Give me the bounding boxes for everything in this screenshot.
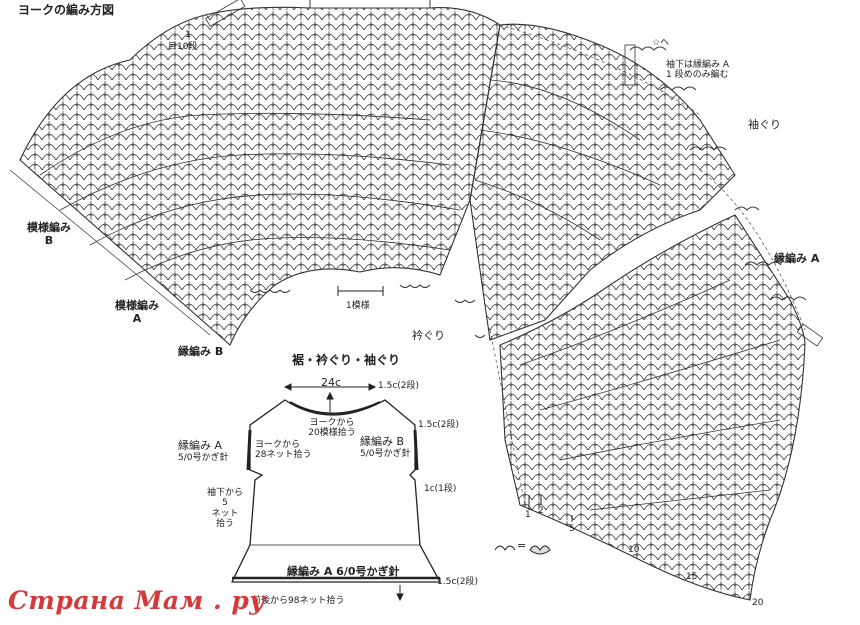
armhole-label: 袖ぐり	[748, 118, 781, 131]
legend-equals: =	[517, 539, 527, 552]
chart-title: ヨークの編み方図	[18, 3, 115, 17]
repeat-bracket	[337, 286, 384, 296]
row-number-20: 20	[752, 598, 764, 608]
edging-loops	[205, 0, 824, 347]
row-number-10: 10	[628, 545, 640, 555]
armhole-depth-label: 1.5c(2段)	[418, 420, 460, 430]
width-label: 24c	[321, 376, 342, 389]
schematic-arrows	[283, 383, 404, 602]
edging-a-label: 縁編み A	[774, 252, 820, 265]
hem-pickup-label: 前後から98ネット拾う	[252, 596, 345, 606]
row-10-label: 目10段	[168, 42, 198, 52]
star-note: ☆へ	[652, 38, 670, 48]
one-repeat-label: 1模様	[346, 301, 370, 311]
schematic-heading: 裾・衿ぐり・袖ぐり	[292, 353, 401, 367]
yoke-left-section	[9, 0, 501, 346]
neckline-label: 衿ぐり	[412, 329, 445, 342]
row-number-2: 2	[538, 506, 544, 516]
hem-edging-label: 縁編み A 6/0号かぎ針	[287, 565, 400, 578]
row-number-1: 1	[525, 510, 531, 520]
neck-depth-label: 1.5c(2段)	[378, 381, 420, 391]
row-1-label: 1	[185, 30, 191, 40]
row-number-5: 5	[569, 524, 575, 534]
row-arrows	[528, 495, 573, 522]
yoke-sleeve-section	[499, 214, 806, 601]
dashed-guides	[489, 24, 806, 506]
edging-b-label: 縁編み B	[178, 345, 224, 358]
hem-depth-label: 1.5c(2段)	[437, 577, 479, 587]
watermark: Страна Мам . ру	[8, 586, 265, 615]
sleeve-side-label: 1c(1段)	[424, 484, 457, 494]
legend-symbol	[494, 545, 551, 555]
row-number-15: 15	[686, 572, 698, 582]
garment-schematic	[230, 399, 442, 583]
yoke-right-section	[469, 23, 736, 341]
